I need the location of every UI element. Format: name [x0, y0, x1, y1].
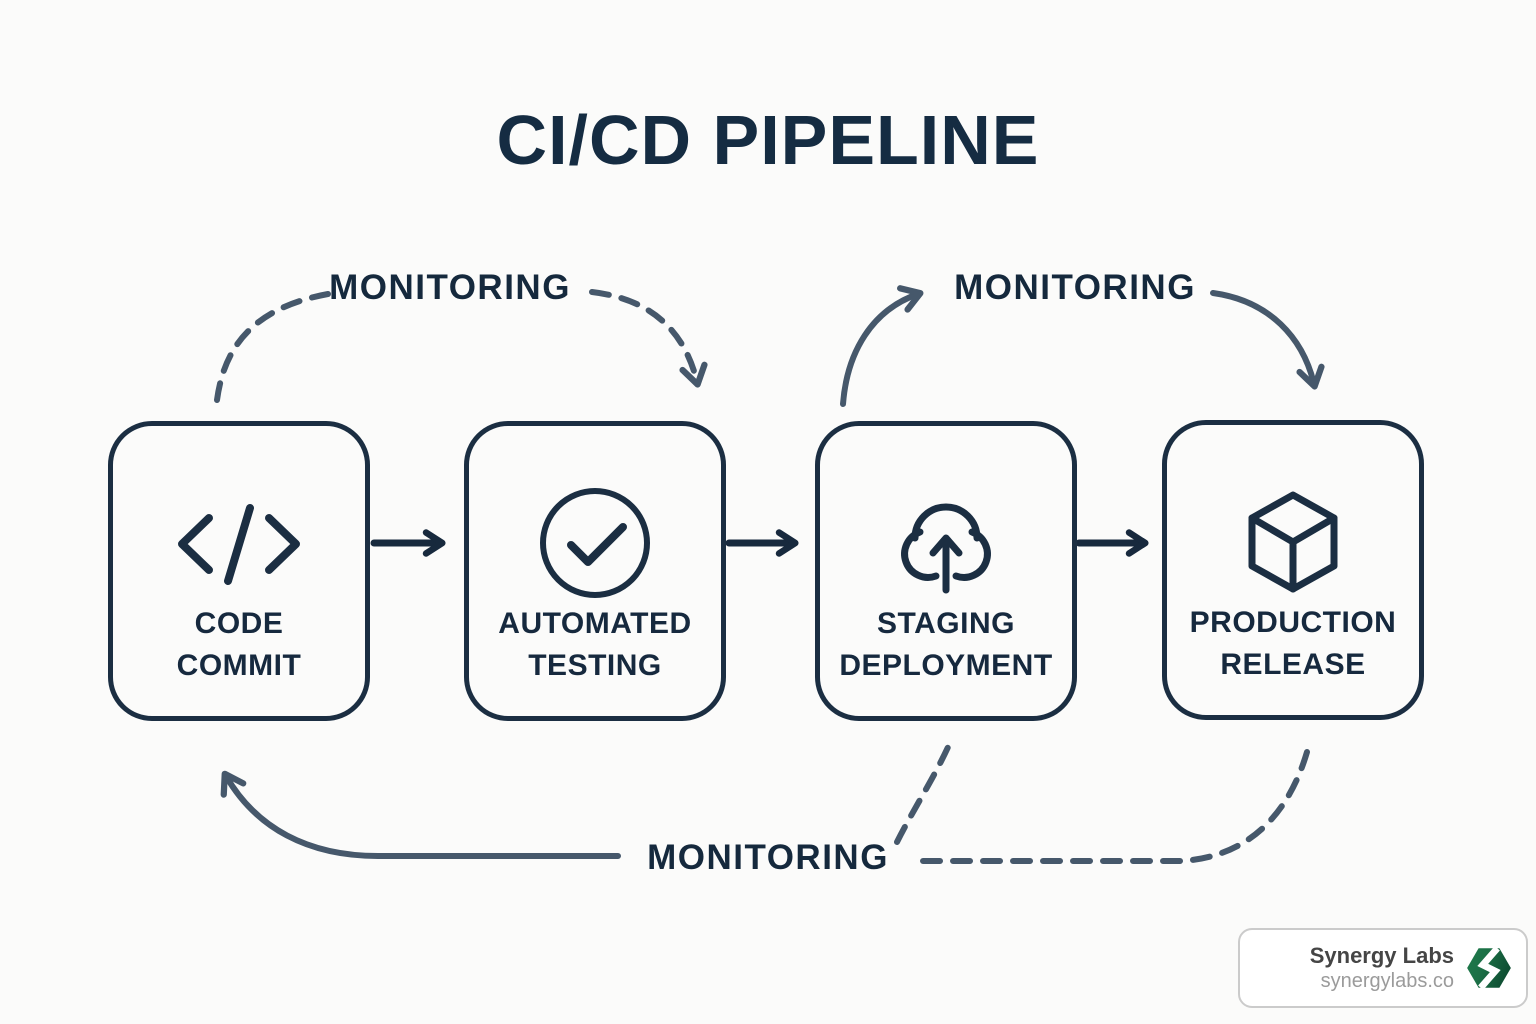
stage-box-staging-deployment: STAGING DEPLOYMENT: [815, 421, 1077, 721]
stage-box-code-commit: CODE COMMIT: [108, 421, 370, 721]
page-title: CI/CD PIPELINE: [496, 101, 1040, 179]
cube-icon: [1167, 467, 1419, 617]
synergy-hexagon-icon: [1467, 945, 1511, 991]
stage-label-automated-testing: AUTOMATED TESTING: [498, 606, 692, 683]
arc-monitoring-to-production: [1210, 290, 1325, 390]
check-circle-icon: [469, 468, 721, 618]
arc-staging-to-bottom-monitoring: [894, 742, 952, 845]
stage-box-automated-testing: AUTOMATED TESTING: [464, 421, 726, 721]
brand-url: synergylabs.co: [1320, 970, 1454, 993]
brand-name: Synergy Labs: [1309, 942, 1454, 968]
brand-card: Synergy Labs synergylabs.co: [1238, 928, 1528, 1008]
stage-label-code-commit: CODE COMMIT: [176, 606, 302, 683]
monitoring-label-top-right: MONITORING: [954, 268, 1196, 307]
stage-box-production-release: PRODUCTION RELEASE: [1162, 420, 1424, 720]
stage-label-staging-deployment: STAGING DEPLOYMENT: [839, 606, 1053, 683]
monitoring-label-bottom: MONITORING: [647, 838, 889, 877]
arc-production-to-bottom-monitoring: [909, 749, 1310, 864]
code-icon: [113, 468, 365, 618]
arc-staging-to-monitoring: [840, 285, 924, 407]
arc-monitoring-to-commit: [220, 770, 621, 859]
stage-label-production-release: PRODUCTION RELEASE: [1189, 605, 1397, 682]
arc-commit-to-monitoring: [214, 291, 331, 403]
monitoring-label-top-left: MONITORING: [329, 268, 571, 307]
cloud-upload-icon: [820, 468, 1072, 618]
arc-monitoring-to-testing: [589, 289, 708, 388]
